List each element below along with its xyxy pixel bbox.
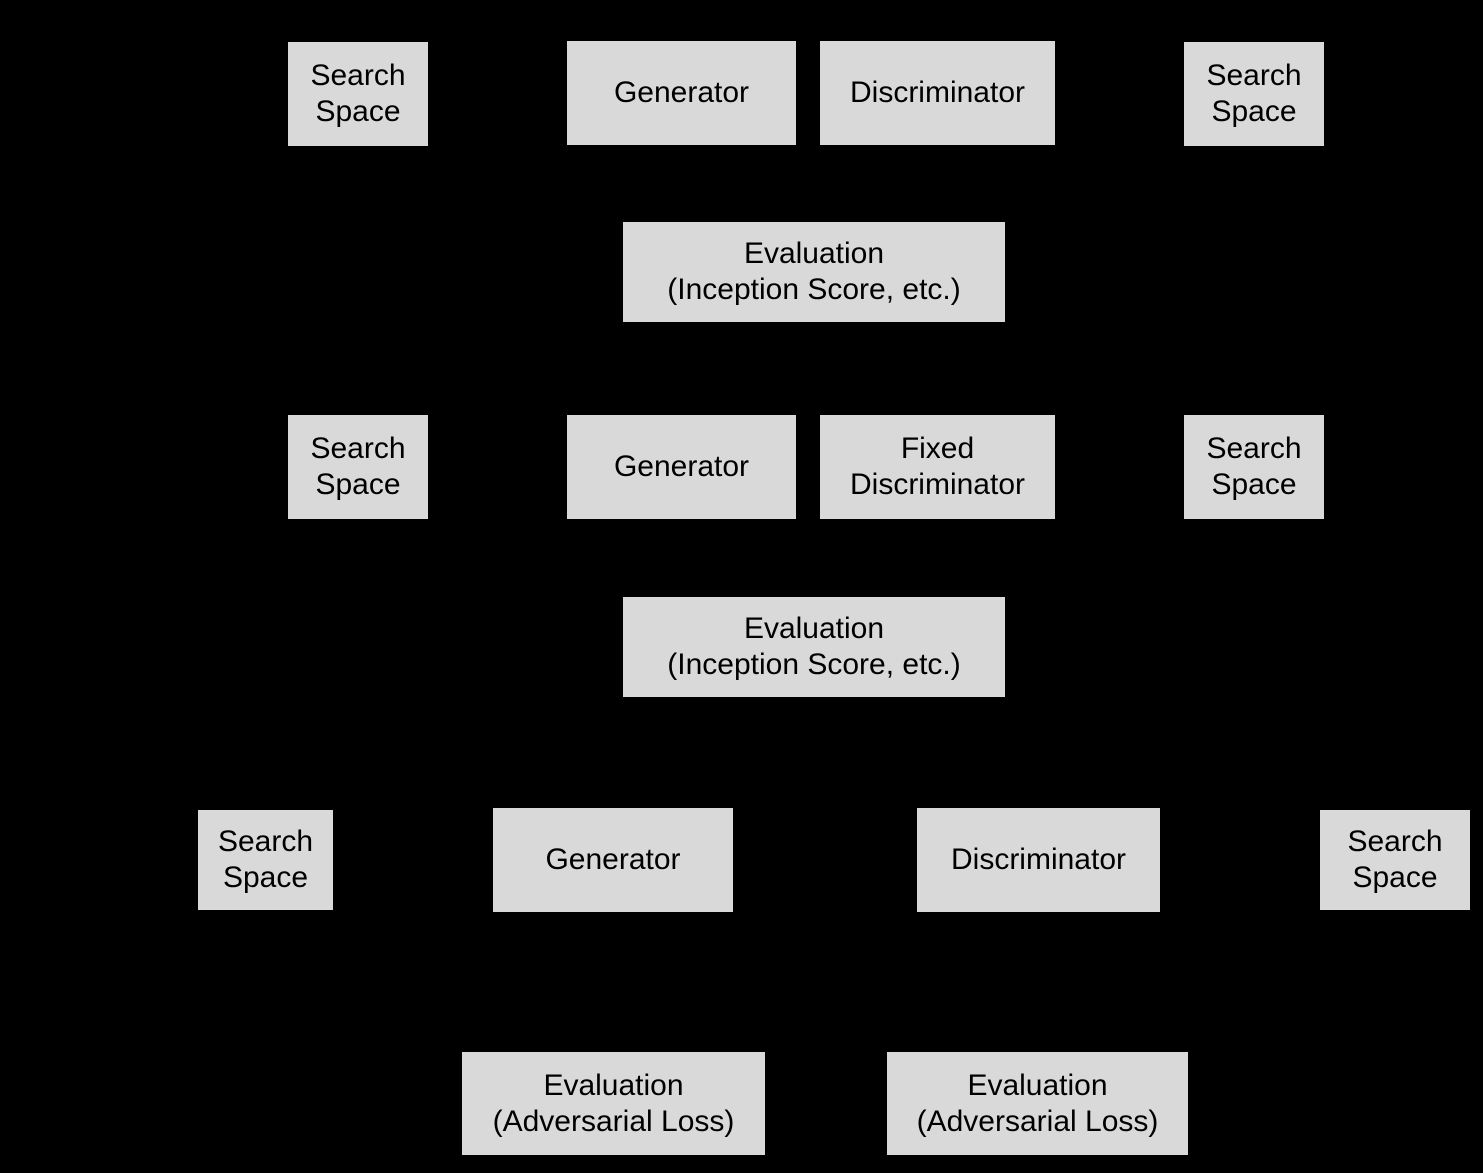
r1-generator: Generator [567,41,796,145]
r1-discriminator: Discriminator [820,41,1055,145]
r3-search-space-right: Search Space [1320,810,1470,910]
r3-search-space-left: Search Space [198,810,333,910]
r3-evaluation-left: Evaluation (Adversarial Loss) [462,1052,765,1155]
r3-evaluation-right: Evaluation (Adversarial Loss) [887,1052,1188,1155]
r3-generator: Generator [493,808,733,912]
r2-search-space-right: Search Space [1184,415,1324,519]
r3-discriminator: Discriminator [917,808,1160,912]
r2-search-space-left: Search Space [288,415,428,519]
r1-evaluation: Evaluation (Inception Score, etc.) [623,222,1005,322]
r2-generator: Generator [567,415,796,519]
r2-fixed-discriminator: Fixed Discriminator [820,415,1055,519]
r1-search-space-right: Search Space [1184,42,1324,146]
r1-search-space-left: Search Space [288,42,428,146]
r2-evaluation: Evaluation (Inception Score, etc.) [623,597,1005,697]
